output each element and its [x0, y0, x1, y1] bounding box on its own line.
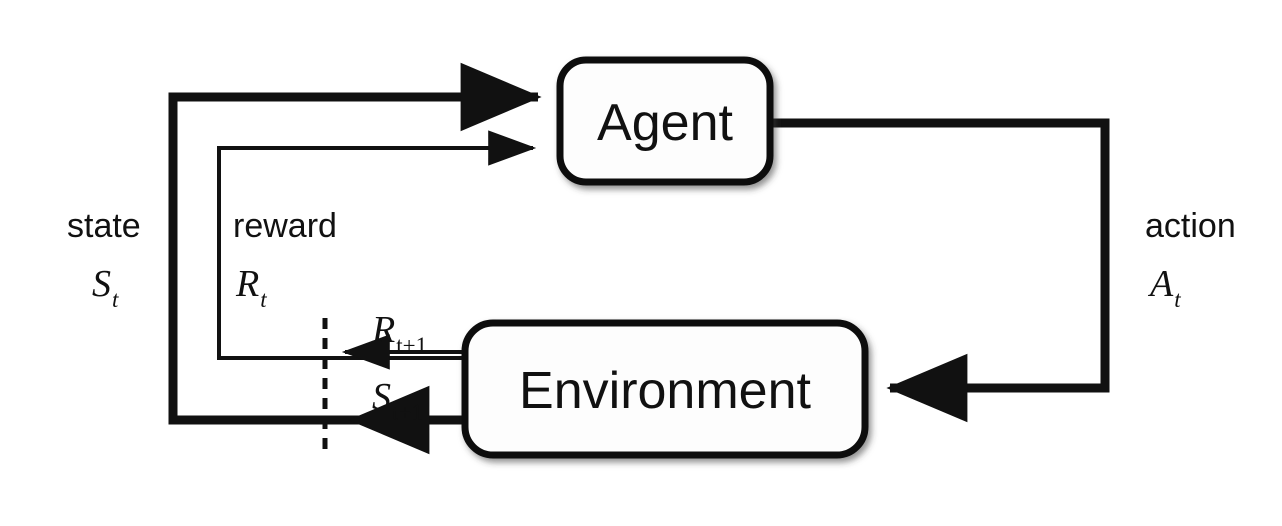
label-reward-next: Rt+1 — [371, 309, 427, 358]
state-arrow-line — [168, 62, 542, 425]
label-state-next: St+1 — [372, 376, 423, 425]
agent-box-shape[interactable] — [556, 56, 774, 186]
label-reward: reward Rt — [233, 207, 337, 312]
state-next-symbol-base: S — [372, 376, 391, 418]
action-word-label: action — [1145, 207, 1236, 245]
agent-box-label: Agent — [597, 94, 733, 152]
state-word-label: state — [67, 207, 141, 245]
reward-next-subscript: t+1 — [396, 333, 427, 358]
reward-symbol-subscript: t — [260, 287, 267, 312]
reward-next-symbol-label: Rt+1 — [371, 309, 427, 358]
node-environment[interactable]: Environment — [461, 319, 869, 459]
reward-symbol-base: R — [235, 263, 259, 305]
reward-next-symbol-base: R — [371, 309, 395, 351]
reward-symbol-label: Rt — [235, 263, 267, 312]
state-symbol-base: S — [92, 263, 111, 305]
action-symbol-base: A — [1147, 263, 1174, 305]
action-symbol-subscript: t — [1174, 287, 1181, 312]
label-state: state St — [67, 207, 141, 312]
environment-box-label: Environment — [519, 362, 811, 420]
edge-state-feedback — [168, 62, 542, 425]
state-next-subscript: t+1 — [392, 400, 423, 425]
reward-word-label: reward — [233, 207, 337, 245]
node-agent[interactable]: Agent — [556, 56, 774, 186]
environment-box-shape[interactable] — [461, 319, 869, 459]
state-symbol-subscript: t — [112, 287, 119, 312]
action-symbol-label: At — [1147, 263, 1181, 312]
action-arrow-line — [770, 118, 1110, 423]
edge-action — [770, 118, 1110, 423]
label-action: action At — [1145, 207, 1236, 312]
state-symbol-label: St — [92, 263, 119, 312]
state-next-symbol-label: St+1 — [372, 376, 423, 425]
